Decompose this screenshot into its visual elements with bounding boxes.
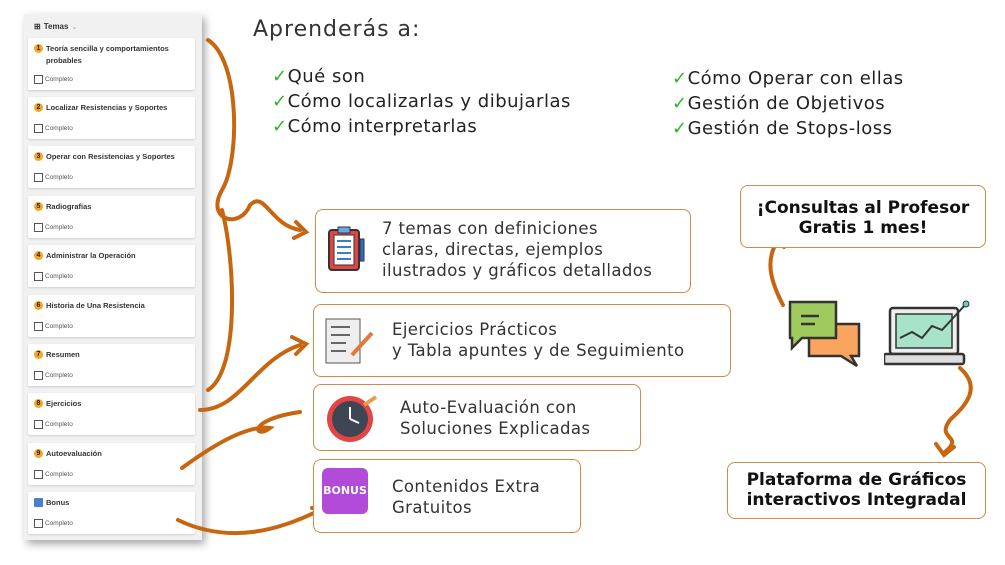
- complete-label: Completo: [45, 520, 73, 527]
- chevron-down-icon: ⌄: [71, 23, 78, 31]
- topics-header[interactable]: ⊞ Temas ⌄: [34, 22, 78, 31]
- complete-label: Completo: [45, 323, 73, 330]
- complete-label: Completo: [45, 174, 73, 181]
- grid-icon: ⊞: [34, 22, 41, 31]
- complete-label: Completo: [45, 224, 73, 231]
- complete-checkbox[interactable]: [34, 223, 43, 232]
- topic-number-badge: 7: [34, 350, 43, 359]
- complete-checkbox[interactable]: [34, 470, 43, 479]
- topic-number-badge: 4: [34, 251, 43, 260]
- complete-label: Completo: [45, 273, 73, 280]
- topic-title: Ejercicios: [46, 399, 82, 408]
- complete-checkbox[interactable]: [34, 371, 43, 380]
- topic-number-badge: 9: [34, 449, 43, 458]
- complete-checkbox[interactable]: [34, 519, 43, 528]
- complete-checkbox[interactable]: [34, 75, 43, 84]
- topic-title: Resumen: [46, 350, 80, 359]
- bonus-icon: [34, 498, 43, 507]
- topic-number-badge: 5: [34, 202, 43, 211]
- topic-card[interactable]: Bonus Completo: [28, 492, 195, 534]
- topic-title: Teoría sencilla y comportamientos probab…: [46, 44, 169, 65]
- complete-checkbox[interactable]: [34, 272, 43, 281]
- topic-title: Operar con Resistencias y Soportes: [46, 152, 175, 161]
- topic-number-badge: 3: [34, 152, 43, 161]
- learn-list-right: ✓Cómo Operar con ellas ✓Gestión de Objet…: [672, 68, 904, 139]
- topic-title: Autoevaluación: [46, 449, 102, 458]
- complete-checkbox[interactable]: [34, 173, 43, 182]
- clock-icon: [327, 395, 378, 442]
- complete-label: Completo: [45, 76, 73, 83]
- checklist-icon: [325, 318, 374, 364]
- bonus-gift-icon: BONUS: [322, 468, 368, 514]
- complete-checkbox[interactable]: [34, 322, 43, 331]
- complete-checkbox[interactable]: [34, 124, 43, 133]
- topic-number-badge: 1: [34, 44, 43, 53]
- chat-bubbles-icon: [788, 300, 861, 368]
- laptop-chart-icon: [884, 300, 970, 366]
- clipboard-icon: [328, 226, 365, 271]
- complete-label: Completo: [45, 421, 73, 428]
- topic-number-badge: 8: [34, 399, 43, 408]
- topic-title: Radiografías: [46, 202, 92, 211]
- complete-checkbox[interactable]: [34, 420, 43, 429]
- complete-label: Completo: [45, 125, 73, 132]
- complete-label: Completo: [45, 372, 73, 379]
- topic-number-badge: 6: [34, 301, 43, 310]
- complete-label: Completo: [45, 471, 73, 478]
- topic-title: Administrar la Operación: [46, 251, 136, 260]
- learn-list-left: ✓Qué son ✓Cómo localizarlas y dibujarlas…: [272, 66, 571, 137]
- topic-title: Historia de Una Resistencia: [46, 301, 145, 310]
- topic-title: Bonus: [46, 498, 70, 507]
- page-title: Aprenderás a:: [253, 17, 421, 42]
- topic-number-badge: 2: [34, 103, 43, 112]
- topic-title: Localizar Resistencias y Soportes: [46, 103, 168, 112]
